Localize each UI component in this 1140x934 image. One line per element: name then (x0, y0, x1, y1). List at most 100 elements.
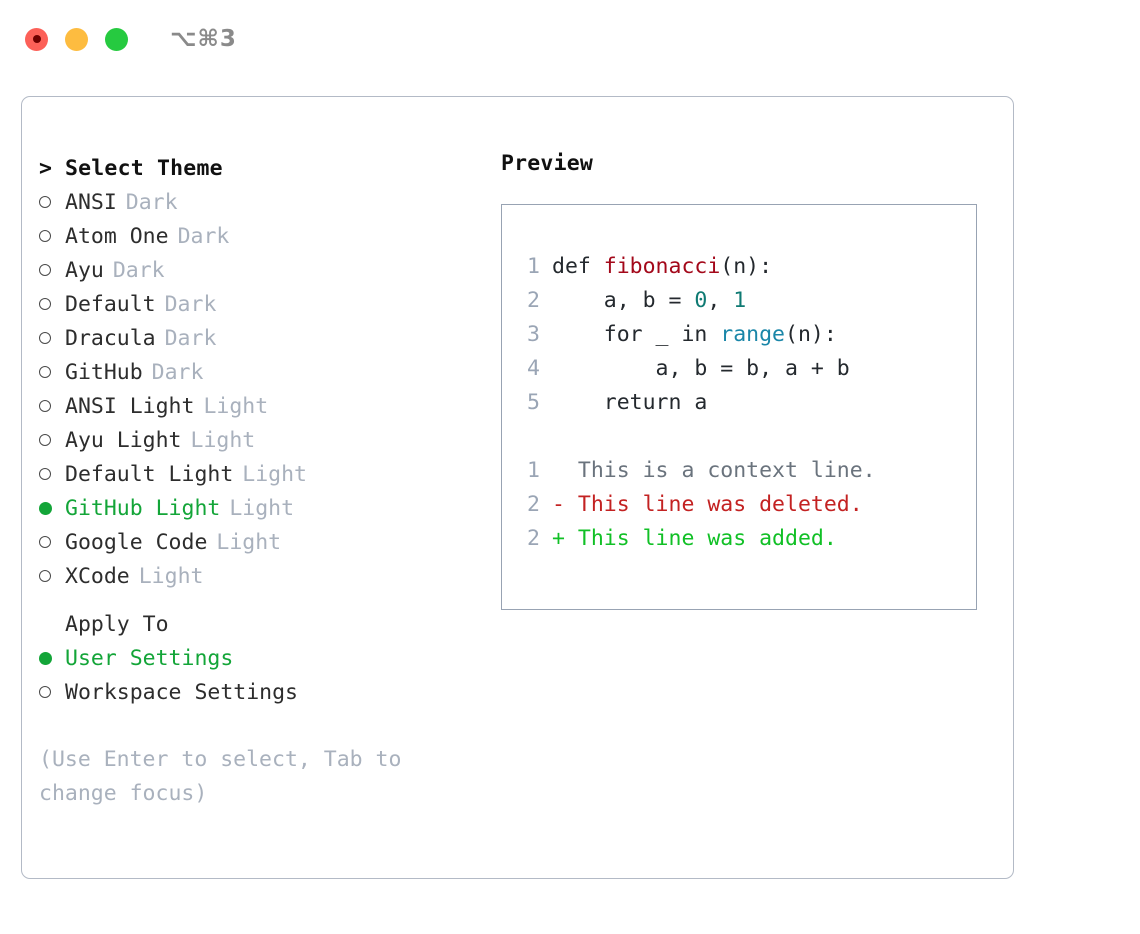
theme-item-variant-tag: Dark (164, 325, 217, 351)
radio-circle (39, 366, 51, 378)
theme-item-label: Ayu (65, 257, 104, 283)
code-line: 4 a, b = b, a + b (514, 351, 976, 385)
theme-item-label: Dracula (65, 325, 156, 351)
radio-unselected-icon[interactable] (39, 686, 65, 698)
radio-unselected-icon[interactable] (39, 536, 65, 548)
spacer (39, 593, 479, 607)
theme-item-variant-tag: Light (229, 495, 295, 521)
theme-list-item[interactable]: Ayu Dark (39, 253, 479, 287)
code-token: fibonacci (603, 253, 721, 279)
diff-line-text: This is a context line. (552, 457, 876, 483)
diff-line-text: + This line was added. (552, 525, 837, 551)
apply-to-item[interactable]: User Settings (39, 641, 479, 675)
theme-item-label: Ayu Light (65, 427, 182, 453)
code-token: for _ in (552, 321, 721, 347)
theme-item-label: XCode (65, 563, 130, 589)
code-line-number: 4 (527, 355, 540, 381)
title-bar: ⌥⌘3 (0, 0, 1140, 78)
theme-item-label: Default Light (65, 461, 234, 487)
preview-title: Preview (501, 151, 594, 176)
close-button[interactable] (25, 27, 48, 51)
radio-unselected-icon[interactable] (39, 264, 65, 276)
close-active-dot-icon (32, 35, 41, 43)
radio-unselected-icon[interactable] (39, 332, 65, 344)
theme-item-label: ANSI (65, 189, 117, 215)
diff-sample: 1 This is a context line. 2 - This line wa… (514, 453, 976, 555)
radio-circle (39, 332, 51, 344)
code-line-number: 5 (527, 389, 540, 415)
select-theme-header-label: Select Theme (65, 155, 223, 181)
radio-circle (39, 400, 51, 412)
apply-to-item[interactable]: Workspace Settings (39, 675, 479, 709)
radio-unselected-icon[interactable] (39, 570, 65, 582)
radio-circle (39, 264, 51, 276)
theme-item-variant-tag: Light (190, 427, 256, 453)
code-line-number: 2 (527, 287, 540, 313)
radio-unselected-icon[interactable] (39, 400, 65, 412)
code-line-number: 1 (527, 253, 540, 279)
theme-list-item[interactable]: Default Light Light (39, 457, 479, 491)
theme-item-variant-tag: Dark (164, 291, 217, 317)
theme-list-item[interactable]: Default Dark (39, 287, 479, 321)
radio-unselected-icon[interactable] (39, 196, 65, 208)
theme-list-item[interactable]: Ayu Light Light (39, 423, 479, 457)
maximize-button[interactable] (105, 27, 128, 51)
minimize-button[interactable] (65, 27, 88, 51)
code-token: (n): (785, 321, 837, 347)
radio-circle (39, 468, 51, 480)
theme-list-item[interactable]: Dracula Dark (39, 321, 479, 355)
theme-item-variant-tag: Dark (112, 257, 165, 283)
code-line: 2 a, b = 0, 1 (514, 283, 976, 317)
theme-item-label: Default (65, 291, 156, 317)
theme-item-variant-tag: Light (203, 393, 269, 419)
code-token: , (707, 287, 734, 313)
radio-selected-icon[interactable] (39, 501, 65, 515)
radio-unselected-icon[interactable] (39, 298, 65, 310)
radio-unselected-icon[interactable] (39, 434, 65, 446)
theme-list-item[interactable]: XCode Light (39, 559, 479, 593)
code-token: a, b = b, a + b (552, 355, 850, 381)
theme-item-variant-tag: Light (138, 563, 204, 589)
code-token: 0 (694, 287, 708, 313)
theme-list-item[interactable]: ANSI Dark (39, 185, 479, 219)
keyboard-hint-text: (Use Enter to select, Tab to change focu… (39, 747, 402, 806)
diff-line-number: 2 (527, 525, 540, 551)
radio-circle (39, 651, 52, 665)
theme-item-variant-tag: Dark (177, 223, 230, 249)
radio-unselected-icon[interactable] (39, 230, 65, 242)
apply-to-header: Apply To (65, 611, 169, 637)
diff-line: 2 + This line was added. (514, 521, 976, 555)
window-controls (25, 27, 128, 51)
diff-line-number: 2 (527, 491, 540, 517)
radio-circle (39, 434, 51, 446)
keyboard-shortcut-label: ⌥⌘3 (170, 26, 237, 52)
radio-circle (39, 196, 51, 208)
radio-unselected-icon[interactable] (39, 366, 65, 378)
code-line: 3 for _ in range(n): (514, 317, 976, 351)
code-token: a, b = (552, 287, 695, 313)
diff-line: 1 This is a context line. (514, 453, 976, 487)
code-token: return a (552, 389, 708, 415)
radio-selected-icon[interactable] (39, 651, 65, 665)
theme-item-variant-tag: Dark (125, 189, 178, 215)
theme-item-variant-tag: Light (242, 461, 308, 487)
diff-line: 2 - This line was deleted. (514, 487, 976, 521)
theme-item-variant-tag: Dark (151, 359, 204, 385)
radio-circle (39, 686, 51, 698)
theme-item-variant-tag: Light (216, 529, 282, 555)
select-theme-header: > Select Theme (39, 151, 479, 185)
radio-unselected-icon[interactable] (39, 468, 65, 480)
diff-line-text: - This line was deleted. (552, 491, 863, 517)
radio-circle (39, 501, 52, 515)
